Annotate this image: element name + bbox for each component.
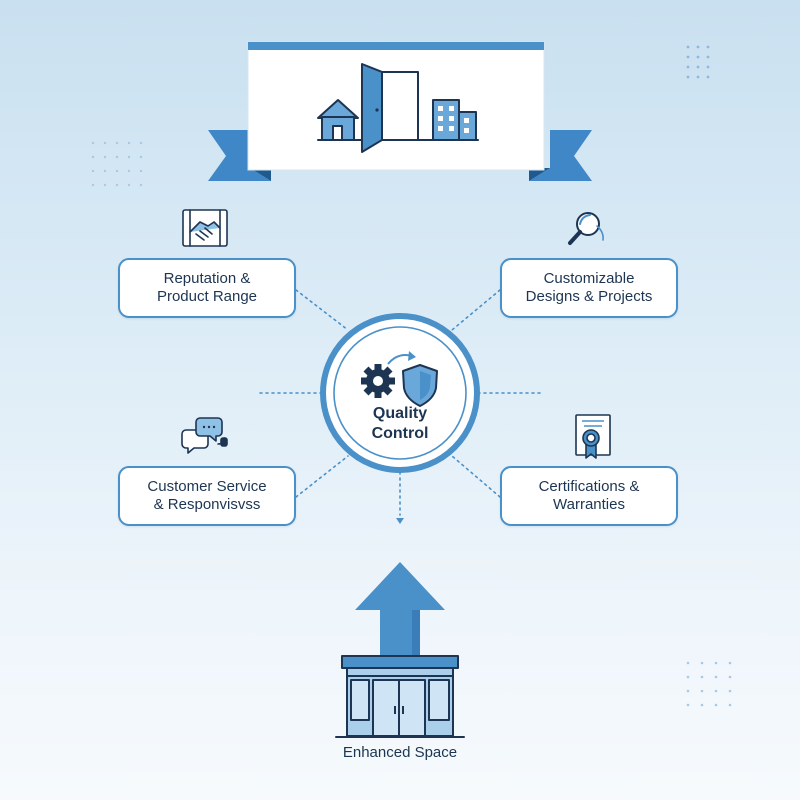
- node-reputation-product-range: Reputation & Product Range: [118, 258, 296, 318]
- chat-headset-icon: [181, 417, 228, 454]
- connector-top-right: [451, 289, 501, 331]
- node-label-line2: Warranties: [553, 496, 625, 513]
- quality-control-label: Quality Control: [340, 404, 460, 444]
- dot-grid-left: [91, 141, 143, 187]
- node-certifications-warranties: Certifications & Warranties: [500, 466, 678, 526]
- up-arrow-icon: [355, 562, 445, 662]
- connector-bottom-right: [451, 455, 501, 498]
- home-door-buildings-icon: [317, 63, 479, 153]
- node-label-line1: Certifications &: [538, 478, 640, 495]
- center-label-line2: Control: [371, 425, 429, 442]
- dot-grid-top-right: [686, 45, 710, 79]
- gear-icon: [361, 364, 395, 398]
- shield-icon: [402, 364, 438, 407]
- connector-top-left: [295, 289, 349, 331]
- node-customizable-designs-projects: Customizable Designs & Projects: [500, 258, 678, 318]
- arrow-icon: [387, 351, 416, 365]
- node-label-line2: Product Range: [156, 288, 258, 305]
- node-label-line1: Customer Service: [147, 478, 267, 495]
- connector-bottom-left: [295, 455, 349, 498]
- node-label-line2: Designs & Projects: [525, 288, 653, 305]
- magnifier-icon: [568, 212, 604, 245]
- quality-control-hub: [320, 313, 480, 473]
- handshake-icon: [182, 209, 228, 247]
- node-label-line1: Reputation &: [163, 270, 251, 287]
- node-label-line2: & Responvisvss: [153, 496, 261, 513]
- connectors: [259, 289, 541, 516]
- certificate-icon: [575, 414, 611, 459]
- node-customer-service: Customer Service & Responvisvss: [118, 466, 296, 526]
- center-label-line1: Quality: [372, 405, 428, 422]
- node-label-line1: Customizable: [543, 270, 635, 287]
- connector-down-arrowhead: [396, 518, 404, 524]
- storefront-icon: [335, 655, 465, 738]
- enhanced-space-label: Enhanced Space: [342, 744, 458, 761]
- dot-grid-bottom-right: [686, 661, 732, 707]
